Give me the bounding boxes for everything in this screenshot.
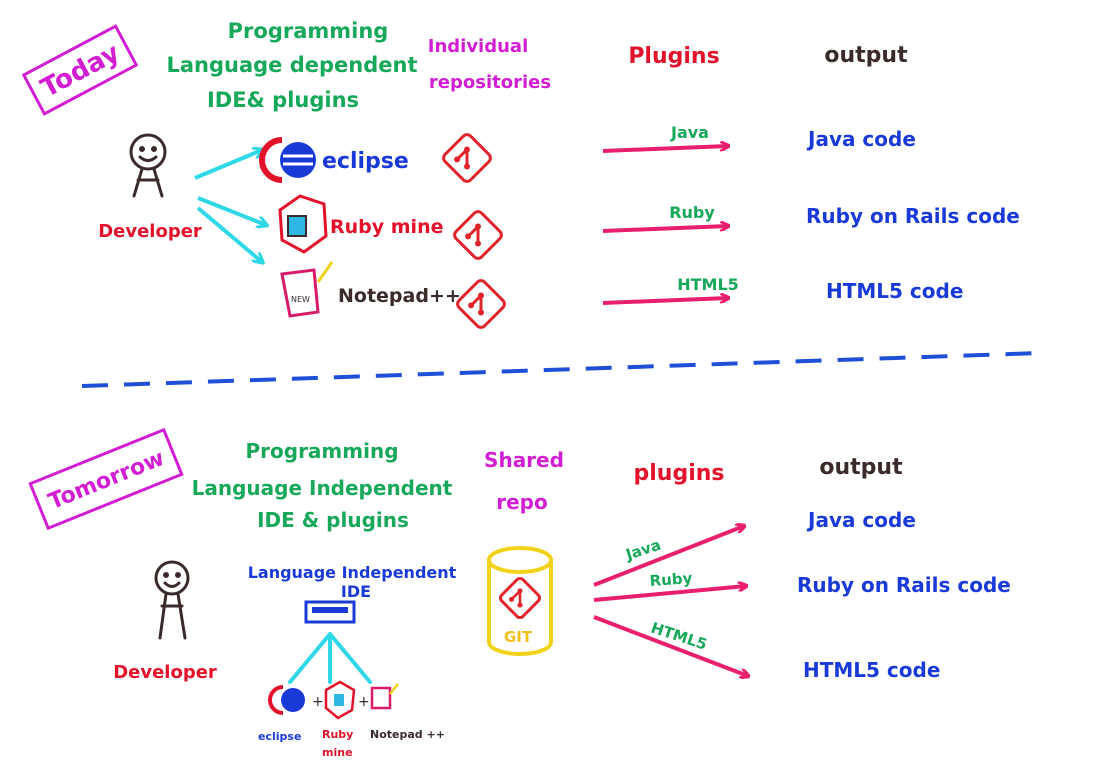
tomorrow-output-java: Java code — [806, 508, 916, 532]
tomorrow-developer-figure — [154, 560, 190, 640]
tomorrow-output-ruby: Ruby on Rails code — [797, 573, 1011, 597]
git-icon — [453, 210, 503, 260]
today-ide-heading-line1: Programming — [228, 19, 389, 43]
section-divider — [81, 351, 1041, 388]
rubymine-icon — [278, 194, 328, 254]
notepad-label: Notepad++ — [338, 285, 461, 307]
ruby-plugin-label: Ruby — [649, 569, 693, 590]
eclipse-icon — [268, 685, 305, 715]
java-plugin-arrow — [593, 526, 744, 587]
developer-body — [132, 167, 164, 198]
today-developer-label: Developer — [98, 221, 202, 242]
tomorrow-plugins-heading: plugins — [634, 461, 725, 486]
ide-branch-lines — [288, 632, 372, 684]
today-repo-heading-line2: repositories — [429, 72, 551, 93]
today-output-heading: output — [824, 43, 908, 68]
developer-eye — [139, 146, 145, 152]
notepad-icon — [370, 683, 399, 710]
bottom-label-ruby: Ruby — [322, 728, 353, 741]
today-ide-heading: Programming Language dependent IDE& plug… — [166, 19, 417, 112]
today-plugin-labels: Java Ruby HTML5 — [669, 123, 739, 294]
today-tag: Today — [21, 24, 139, 116]
tomorrow-ide-label-line1: Language Independent — [248, 563, 457, 582]
today-plugins-heading: Plugins — [628, 44, 719, 69]
tomorrow-developer-label: Developer — [113, 662, 217, 683]
tomorrow-ide-heading-line2: Language Independent — [192, 476, 453, 500]
tomorrow-ide-heading: Programming Language Independent IDE & p… — [192, 439, 453, 532]
today-output-ruby: Ruby on Rails code — [806, 204, 1020, 228]
arrow-to-notepad — [196, 206, 262, 262]
tomorrow-ide-label: Language Independent IDE — [248, 563, 457, 601]
tomorrow-repo-heading-line1: Shared — [484, 448, 564, 472]
developer-body — [158, 592, 187, 640]
developer-eye — [175, 572, 181, 578]
notepad-icon: NEW — [280, 261, 334, 318]
tomorrow-ide-heading-line3: IDE & plugins — [257, 508, 409, 532]
eclipse-label: eclipse — [322, 149, 409, 174]
bottom-label-mine: mine — [322, 746, 353, 759]
today-ide-heading-line2: Language dependent — [166, 53, 417, 77]
bottom-label-notepad: Notepad ++ — [370, 728, 445, 741]
rubymine-label: Ruby mine — [330, 216, 443, 238]
tomorrow-output-heading: output — [819, 455, 903, 480]
today-repo-heading-line1: Individual — [428, 36, 529, 57]
git-icon — [442, 133, 492, 183]
git-icon — [456, 279, 506, 329]
tomorrow-repo-heading: Shared repo — [484, 448, 564, 514]
html5-plugin-label: HTML5 — [677, 275, 739, 294]
git-label: GIT — [504, 628, 533, 646]
tomorrow-outputs: Java code Ruby on Rails code HTML5 code — [797, 508, 1011, 682]
bottom-label-eclipse: eclipse — [258, 730, 301, 743]
developer-smile — [138, 155, 158, 162]
today-developer-arrows — [194, 150, 266, 262]
today-tag-box — [21, 24, 139, 116]
eclipse-icon — [259, 137, 316, 183]
plus-sign: + — [312, 694, 324, 710]
tomorrow-plugin-arrows — [593, 526, 748, 676]
tomorrow-tag-box — [28, 427, 184, 531]
tomorrow-ide-label-line2: IDE — [341, 582, 371, 601]
today-developer-figure — [129, 133, 167, 198]
today-repo-heading: Individual repositories — [428, 36, 551, 93]
tomorrow-output-html5: HTML5 code — [803, 658, 940, 682]
developer-head — [154, 560, 190, 596]
tomorrow-tag: Tomorrow — [28, 427, 184, 531]
rubymine-icon — [324, 680, 356, 720]
arrow-to-rubymine — [197, 196, 266, 225]
tomorrow-ide-heading-line1: Programming — [245, 439, 398, 463]
developer-head — [129, 133, 167, 171]
java-plugin-label: Java — [670, 123, 709, 142]
ruby-plugin-label: Ruby — [669, 203, 715, 222]
html5-plugin-arrow — [593, 615, 748, 676]
ide-window-icon — [304, 600, 356, 624]
today-ide-heading-line3: IDE& plugins — [207, 88, 359, 112]
notepad-icon-text: NEW — [291, 295, 310, 304]
developer-eye — [163, 572, 169, 578]
ruby-plugin-arrow — [602, 226, 728, 233]
today-output-html5: HTML5 code — [826, 279, 963, 303]
today-plugin-arrows — [602, 146, 728, 305]
tomorrow-bottom-labels: eclipse Ruby mine Notepad ++ — [258, 728, 445, 759]
ruby-plugin-arrow — [593, 586, 746, 602]
git-cylinder-icon: GIT — [487, 546, 553, 656]
java-plugin-arrow — [602, 146, 728, 153]
plus-sign: + — [358, 694, 370, 710]
tomorrow-repo-heading-line2: repo — [496, 490, 547, 514]
arrow-to-eclipse — [194, 150, 262, 180]
html5-plugin-arrow — [602, 298, 728, 305]
today-output-java: Java code — [806, 127, 916, 151]
developer-eye — [151, 146, 157, 152]
developer-smile — [163, 581, 181, 588]
today-outputs: Java code Ruby on Rails code HTML5 code — [806, 127, 1020, 303]
